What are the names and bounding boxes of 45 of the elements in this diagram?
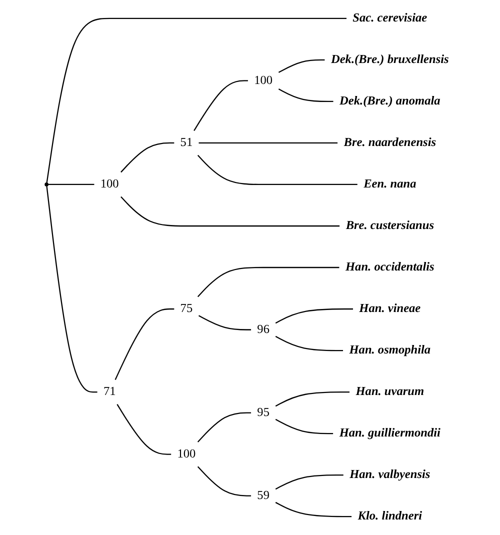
node-text: 100 — [177, 447, 196, 460]
connector — [197, 154, 358, 186]
connector — [197, 412, 252, 442]
connector — [198, 142, 338, 144]
connector — [275, 308, 353, 324]
connector — [275, 502, 352, 518]
node-text: Han. valbyensis — [350, 468, 430, 482]
connector — [275, 418, 334, 434]
connector — [197, 266, 340, 298]
node-text: Han. uvarum — [356, 385, 424, 398]
node-text: Han. osmophila — [349, 344, 431, 357]
node-circle — [44, 182, 48, 186]
node-text: Een. nana — [364, 178, 416, 191]
connector — [198, 315, 252, 330]
connector — [197, 466, 252, 496]
node-text: Sac. cerevisiae — [352, 12, 428, 25]
connector — [278, 88, 334, 102]
node-text: Bre. naardenensis — [344, 136, 436, 150]
node-text: 75 — [180, 302, 193, 316]
node-text: Klo. lindneri — [358, 510, 422, 523]
node-text: Han. vineae — [359, 302, 421, 316]
connector — [114, 308, 174, 380]
node-text: Han. occidentalis — [345, 260, 434, 274]
node-text: 96 — [257, 322, 270, 336]
connector — [48, 184, 94, 186]
connector — [278, 59, 325, 73]
connector — [116, 404, 172, 455]
connector — [46, 186, 98, 393]
node-text: 100 — [100, 178, 119, 191]
node-text: Bre. custersianus — [346, 219, 434, 232]
connector — [275, 474, 344, 490]
node-text: 59 — [257, 488, 270, 502]
node-text: Dek.(Bre.) bruxellensis — [330, 53, 449, 66]
connector — [120, 142, 174, 173]
node-text: 51 — [180, 136, 193, 150]
node-text: 71 — [103, 385, 116, 398]
connector — [120, 196, 340, 227]
connector — [194, 80, 248, 131]
connector — [275, 336, 344, 352]
connector — [275, 391, 350, 407]
node-text: Han. guilliermondii — [339, 426, 440, 440]
node-text: Dek.(Bre.) anomala — [340, 94, 440, 108]
node-text: 95 — [257, 406, 270, 419]
connector — [46, 18, 347, 184]
node-text: 100 — [254, 74, 273, 87]
